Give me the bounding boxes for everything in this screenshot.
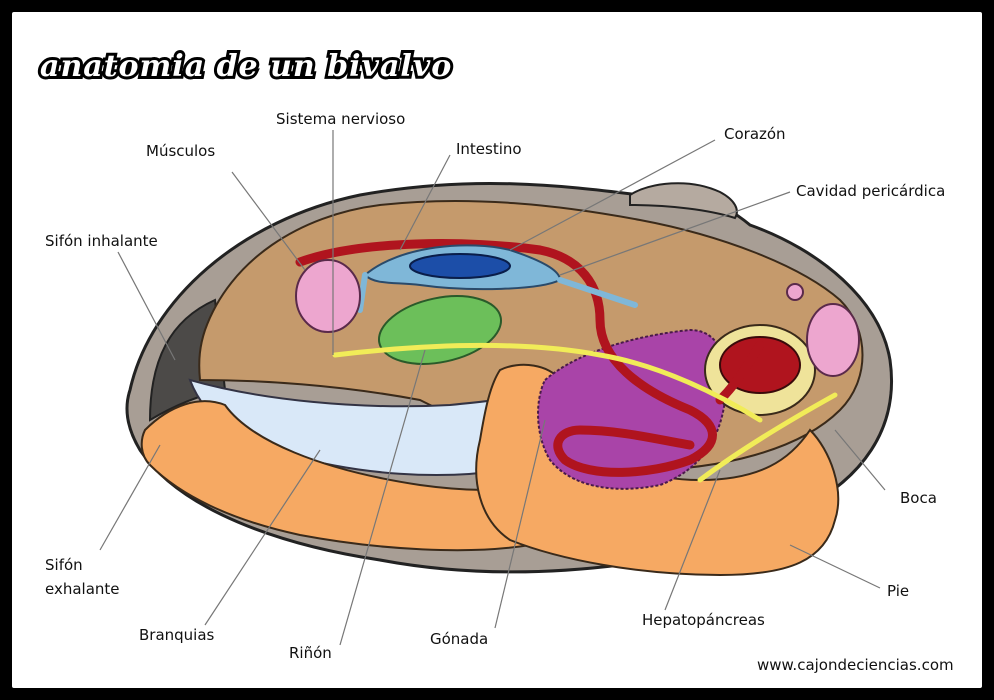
anterior-muscle [296, 260, 360, 332]
label-sifon-inhalante: Sifón inhalante [45, 232, 158, 250]
label-branquias: Branquias [139, 626, 215, 644]
label-musculos: Músculos [146, 142, 215, 160]
small-muscle [787, 284, 803, 300]
credit-url[interactable]: www.cajondeciencias.com [757, 656, 954, 674]
label-rinon: Riñón [289, 644, 332, 662]
label-hepatopancreas: Hepatopáncreas [642, 611, 765, 629]
label-intestino: Intestino [456, 140, 522, 158]
heart [410, 254, 510, 278]
diagram-title: anatomia de un bivalvo [40, 49, 452, 84]
label-sifon-exhalante-line1: Sifón [45, 556, 83, 574]
label-sistema-nervioso: Sistema nervioso [276, 110, 405, 128]
label-pie: Pie [887, 582, 909, 600]
label-corazon: Corazón [724, 125, 786, 143]
label-sifon-exhalante-line2: exhalante [45, 580, 120, 598]
label-boca: Boca [900, 489, 937, 507]
label-cavidad-pericardica: Cavidad pericárdica [796, 182, 945, 200]
posterior-muscle [807, 304, 859, 376]
label-gonada: Gónada [430, 630, 488, 648]
